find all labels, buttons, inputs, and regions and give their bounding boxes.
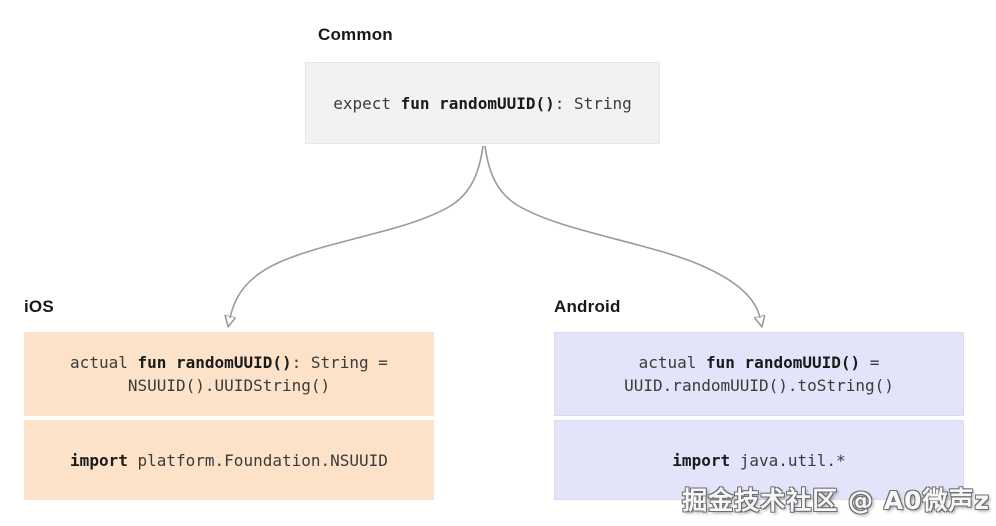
code-segment-bold: fun randomUUID() — [400, 93, 555, 113]
common-section-label: Common — [318, 25, 393, 44]
code-segment: platform.Foundation.NSUUID — [127, 450, 388, 470]
code-segment-bold: import — [672, 450, 731, 470]
android-actual-code-line1: actual fun randomUUID() = — [639, 351, 880, 374]
ios-import-code: import platform.Foundation.NSUUID — [70, 449, 388, 472]
code-segment: = — [860, 353, 880, 372]
code-segment-bold: fun randomUUID() — [137, 353, 292, 372]
code-segment: : String = — [291, 353, 388, 372]
ios-import-box: import platform.Foundation.NSUUID — [24, 420, 434, 500]
common-expect-code: expect fun randomUUID(): String — [333, 92, 632, 115]
android-section-label: Android — [554, 297, 621, 316]
ios-actual-code-line1: actual fun randomUUID(): String = — [70, 351, 388, 374]
ios-section-label: iOS — [24, 297, 54, 316]
code-segment: java.util.* — [730, 450, 846, 470]
android-actual-code-line2: UUID.randomUUID().toString() — [624, 376, 894, 395]
code-segment: actual — [638, 353, 707, 372]
android-actual-box: actual fun randomUUID() = UUID.randomUUI… — [554, 332, 964, 416]
code-segment-bold: fun randomUUID() — [706, 353, 861, 372]
android-import-code: import java.util.* — [672, 449, 845, 472]
watermark: 掘金技术社区 @ A0微声z — [682, 486, 990, 515]
ios-actual-code-line2: NSUUID().UUIDString() — [127, 376, 331, 395]
code-segment: expect — [333, 93, 401, 113]
code-segment: actual — [70, 353, 138, 372]
common-expect-box: expect fun randomUUID(): String — [305, 62, 660, 144]
code-segment-bold: import — [70, 450, 128, 470]
arrow-common-to-android — [484, 145, 760, 318]
code-segment: : String — [554, 93, 632, 113]
android-import-box: import java.util.* — [554, 420, 964, 500]
arrow-common-to-ios — [230, 145, 484, 318]
ios-actual-box: actual fun randomUUID(): String = NSUUID… — [24, 332, 434, 416]
